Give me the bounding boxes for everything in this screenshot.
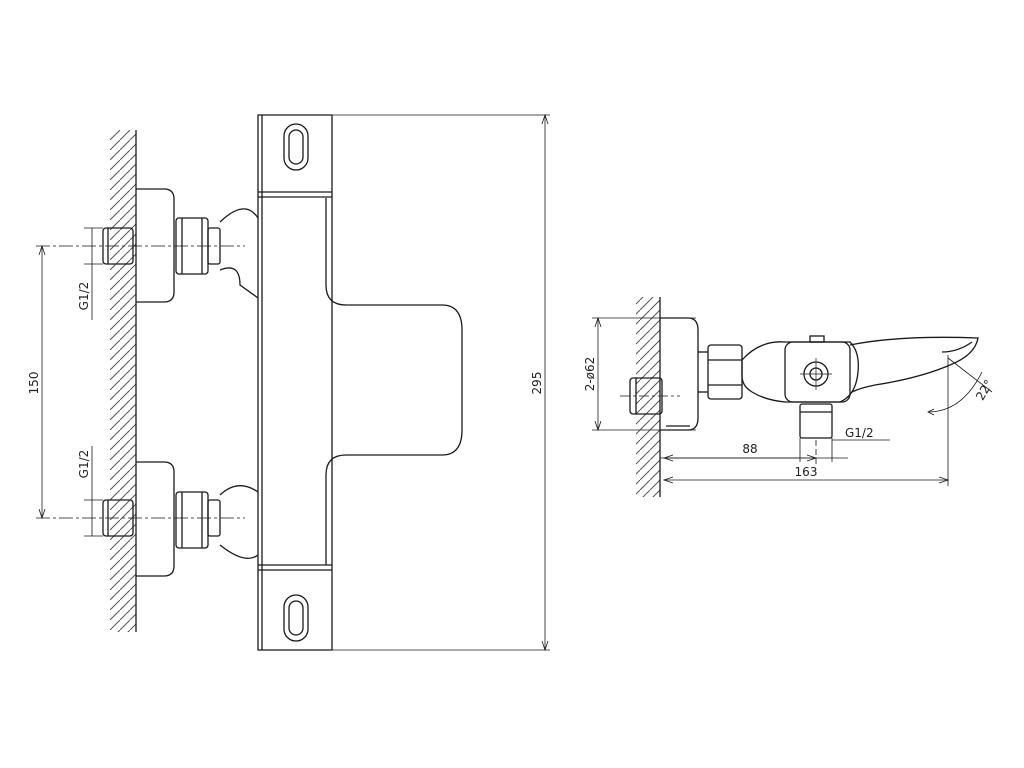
- wall-hatch-side: [636, 297, 660, 497]
- label-depth-outlet: 88: [742, 442, 757, 456]
- side-outlet: [799, 403, 833, 439]
- escutcheon-top: [136, 188, 175, 303]
- angle-arc: [927, 371, 983, 413]
- label-inlet-spacing: 150: [27, 372, 41, 395]
- side-body-block: [784, 341, 851, 403]
- label-flange-diameter: 2-ø62: [583, 357, 597, 392]
- label-side-thread: G1/2: [845, 426, 874, 440]
- mount-slot-bottom: [283, 594, 309, 642]
- side-view: [629, 297, 979, 497]
- wall-hatch-front: [110, 130, 136, 632]
- inlet-bottom-nut: [175, 491, 209, 549]
- side-body: [741, 341, 859, 403]
- escutcheon-bottom: [136, 461, 175, 577]
- side-nut: [707, 344, 743, 400]
- label-depth-total: 163: [795, 465, 818, 479]
- elbow-top: [219, 208, 259, 299]
- outlet-cover: [325, 198, 463, 565]
- label-thread-top: G1/2: [77, 282, 91, 311]
- elbow-bottom: [219, 485, 259, 559]
- mount-slot-top: [283, 123, 309, 171]
- side-flange: [660, 317, 699, 431]
- front-dimensions: [36, 113, 550, 652]
- label-height-total: 295: [530, 372, 544, 395]
- front-view: [102, 114, 463, 651]
- side-spout: [849, 336, 979, 393]
- label-thread-bottom: G1/2: [77, 450, 91, 479]
- side-dimensions: [592, 316, 993, 486]
